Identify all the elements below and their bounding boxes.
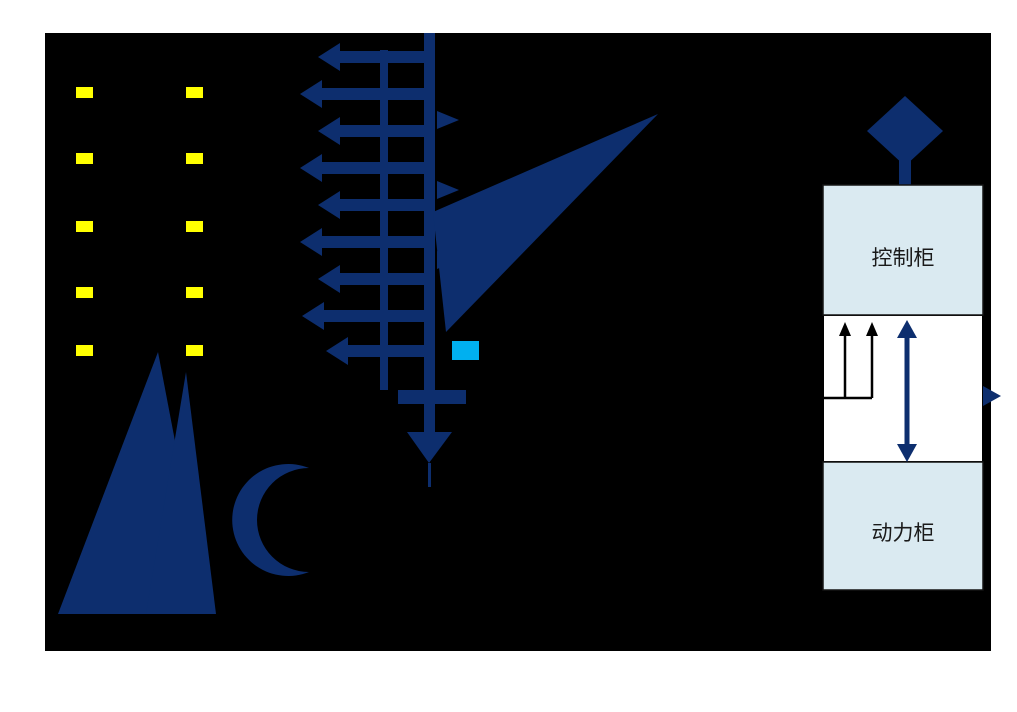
feedback-arrow-lines bbox=[823, 332, 874, 400]
double-arrow-head-bottom bbox=[897, 444, 917, 462]
tower-base bbox=[398, 390, 466, 404]
indicator-square bbox=[186, 287, 203, 298]
left-arrow bbox=[318, 117, 424, 145]
power-cabinet-label: 动力柜 bbox=[872, 522, 935, 545]
diagonal-arm bbox=[433, 114, 658, 332]
indicator-square bbox=[186, 153, 203, 164]
indicator-square bbox=[76, 221, 93, 232]
control-cabinet-box bbox=[822, 184, 984, 316]
double-headed-arrow bbox=[897, 320, 917, 462]
tower-pole-right bbox=[424, 33, 435, 408]
drop-line bbox=[428, 463, 431, 487]
control-cabinet-label: 控制柜 bbox=[872, 247, 935, 270]
indicator-square bbox=[76, 287, 93, 298]
left-arrow bbox=[318, 191, 424, 219]
feedback-arrowhead bbox=[866, 322, 878, 336]
right-notch bbox=[437, 181, 459, 199]
left-arrow bbox=[300, 154, 424, 182]
machine-tower bbox=[300, 33, 658, 487]
mountain-peak-secondary bbox=[146, 372, 216, 614]
left-arrow bbox=[318, 265, 424, 293]
left-arrow bbox=[300, 228, 424, 256]
cyan-marker bbox=[452, 341, 479, 360]
power-cabinet-box bbox=[822, 461, 984, 591]
diamond-stem bbox=[899, 160, 911, 186]
indicator-square bbox=[186, 87, 203, 98]
double-arrow-head-top bbox=[897, 320, 917, 338]
cabinet-gap bbox=[824, 316, 982, 461]
left-arrow bbox=[300, 80, 424, 108]
down-arrow-head bbox=[407, 432, 452, 463]
left-arrow bbox=[326, 337, 424, 365]
indicator-square bbox=[76, 87, 93, 98]
yellow-indicator-grid bbox=[76, 87, 203, 356]
left-arrow bbox=[302, 302, 424, 330]
decision-diamond bbox=[867, 96, 943, 166]
crescent-shape bbox=[232, 464, 309, 577]
right-exit-arrowhead bbox=[983, 386, 1001, 406]
indicator-square bbox=[186, 345, 203, 356]
indicator-square bbox=[76, 345, 93, 356]
right-flow: 控制柜 动力柜 bbox=[822, 96, 1001, 591]
down-arrow-shaft bbox=[424, 402, 435, 434]
indicator-square bbox=[76, 153, 93, 164]
tower-pole-left bbox=[380, 50, 388, 390]
feedback-arrowhead bbox=[839, 322, 851, 336]
left-arrow bbox=[318, 43, 424, 71]
mountain-shape bbox=[58, 352, 309, 614]
indicator-square bbox=[186, 221, 203, 232]
right-notch bbox=[437, 111, 459, 129]
